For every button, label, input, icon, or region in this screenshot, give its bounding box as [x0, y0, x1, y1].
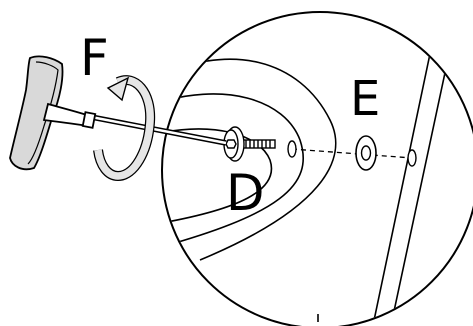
rotation-arrow-icon [93, 75, 156, 182]
bolt-icon [223, 126, 276, 162]
frame-rail-inner [389, 39, 453, 326]
label-tool: F [80, 29, 109, 87]
panel-contour-upper [163, 58, 337, 261]
panel-contour-middle [163, 93, 304, 251]
panel-hole [287, 140, 297, 158]
frame-rail-outer [371, 29, 436, 326]
t-handle-hex-key-icon [9, 55, 97, 171]
detail-circle-outline [161, 11, 473, 326]
detail-magnifier [161, 11, 473, 326]
panel-contour-lower [163, 128, 273, 226]
washer-icon [355, 135, 377, 171]
frame-hole [407, 149, 417, 167]
label-washer: E [350, 71, 380, 127]
alignment-axis [291, 148, 413, 159]
label-screw: D [226, 164, 265, 222]
